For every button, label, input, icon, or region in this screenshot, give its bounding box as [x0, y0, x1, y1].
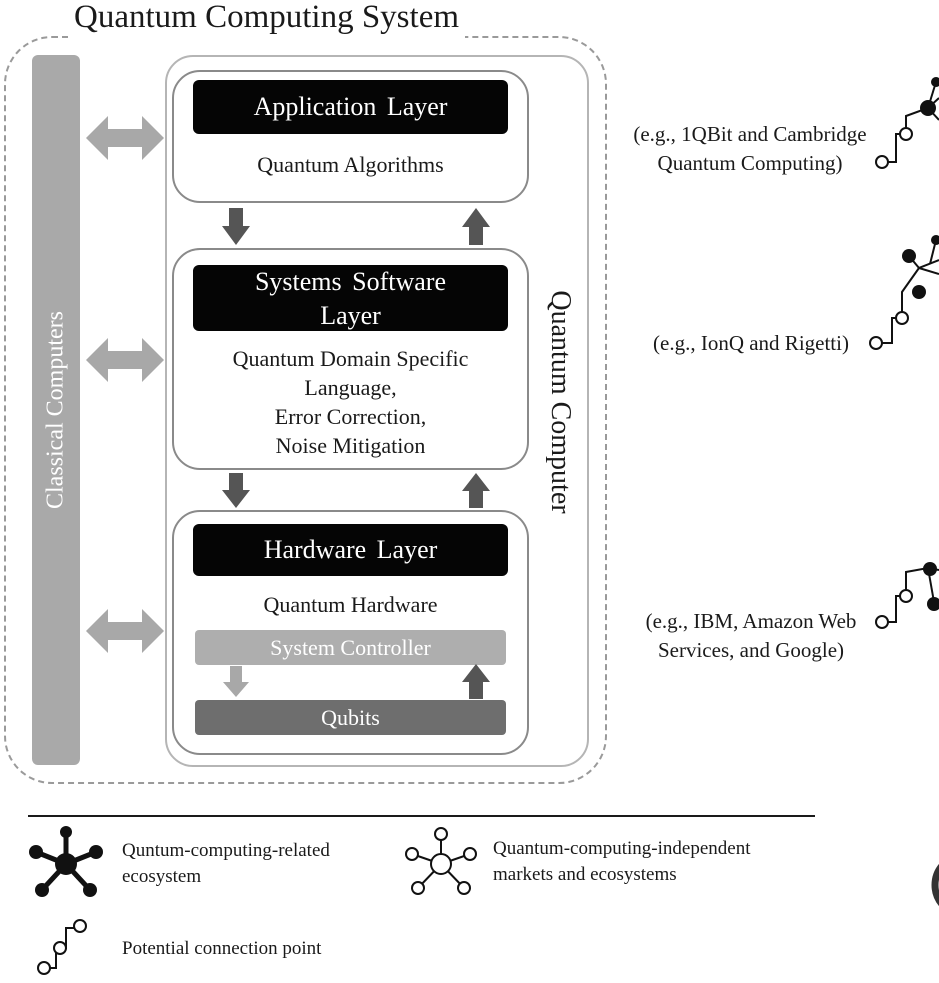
systems-software-header-line: Layer — [320, 301, 381, 330]
systems-software-body-line: Language, — [304, 375, 397, 400]
down-arrow-icon — [222, 473, 250, 508]
double-arrow-icon — [86, 338, 164, 382]
legend-line: markets and ecosystems — [493, 864, 677, 885]
quantum-computer-label: Quantum Computer — [545, 290, 576, 514]
legend-line: Quantum-computing-independent — [493, 838, 751, 859]
up-arrow-icon — [462, 664, 490, 699]
system-controller-bar: System Controller — [195, 630, 506, 665]
legend-line: ecosystem — [122, 866, 202, 887]
systems-software-layer-header: Systems Software Layer — [193, 265, 508, 331]
hardware-layer-body: Quantum Hardware — [263, 592, 438, 617]
example-line: (e.g., IBM, Amazon Web — [645, 609, 857, 633]
hardware-connection-network-icon — [875, 562, 939, 629]
connection-point-icon — [37, 919, 87, 975]
legend-divider — [28, 815, 815, 817]
quantum-computer-box — [165, 55, 589, 767]
qubits-bar: Qubits — [195, 700, 506, 735]
example-line: Quantum Computing) — [657, 151, 843, 175]
hardware-layer-header: Hardware Layer — [193, 524, 508, 576]
application-layer-header: Application Layer — [193, 80, 508, 134]
systems-software-body-line: Quantum Domain Specific — [232, 346, 469, 371]
legend-line: Quntum-computing-related — [122, 840, 330, 861]
hardware-ecosystem-examples: (e.g., IBM, Amazon Web Services, and Goo… — [626, 607, 876, 665]
related-ecosystem-icon — [29, 826, 103, 897]
systems-software-header-line: Systems Software — [254, 267, 447, 296]
down-arrow-icon — [223, 666, 249, 697]
independent-ecosystem-icon — [405, 827, 477, 895]
systems-software-body-line: Noise Mitigation — [275, 433, 426, 458]
down-arrow-icon — [222, 208, 250, 245]
example-line: (e.g., IonQ and Rigetti) — [653, 331, 849, 355]
related-ecosystem-legend-label: Quntum-computing-related ecosystem — [122, 838, 330, 890]
diagram-title: Quantum Computing System — [68, 0, 466, 38]
systems-software-ecosystem-examples: (e.g., IonQ and Rigetti) — [640, 329, 862, 358]
example-line: (e.g., 1QBit and Cambridge — [633, 122, 867, 146]
application-layer-body: Quantum Algorithms — [257, 152, 444, 177]
double-arrow-icon — [86, 609, 164, 653]
systems-software-body-line: Error Correction, — [274, 404, 427, 429]
independent-ecosystem-legend-label: Quantum-computing-independent markets an… — [493, 836, 751, 888]
double-arrow-icon — [86, 116, 164, 160]
classical-computers-label: Classical Computers — [42, 311, 69, 509]
classical-computers-bar — [32, 55, 80, 765]
application-connection-network-icon — [875, 77, 939, 169]
up-arrow-icon — [462, 473, 490, 508]
connection-point-legend-label: Potential connection point — [122, 938, 322, 959]
cropped-circle-icon — [931, 863, 939, 907]
up-arrow-icon — [462, 208, 490, 245]
systems-software-connection-network-icon — [869, 235, 939, 350]
example-line: Services, and Google) — [657, 638, 845, 662]
systems-software-layer-body: Quantum Domain Specific Language, Error … — [193, 344, 508, 460]
application-ecosystem-examples: (e.g., 1QBit and Cambridge Quantum Compu… — [620, 120, 880, 178]
